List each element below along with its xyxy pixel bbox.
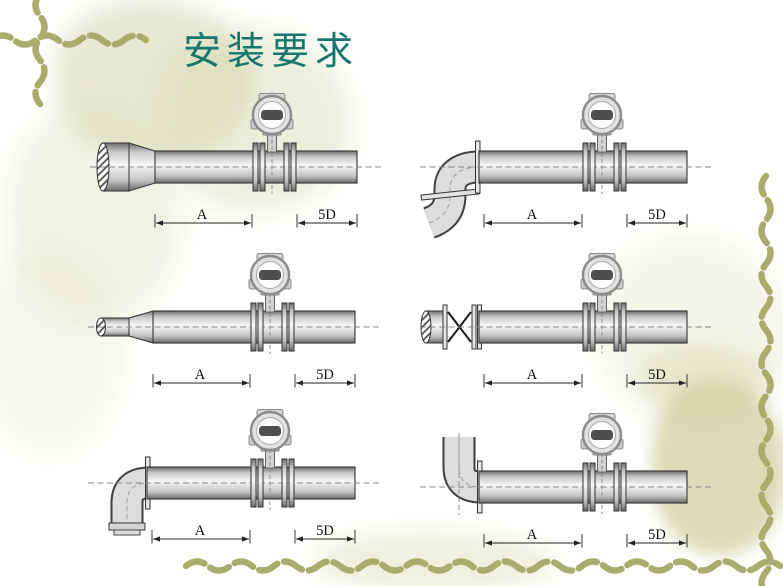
dimension-label-upstream: A — [197, 207, 208, 223]
diagram-expander-upstream: A 5D — [85, 253, 405, 403]
diagram-elbow-above-upstream: A 5D — [417, 413, 737, 563]
diagram-elbow-below-upstream: A 5D — [85, 409, 405, 559]
dimension-label-downstream: 5D — [316, 367, 334, 383]
dimension-label-downstream: 5D — [648, 367, 666, 383]
dimension-label-upstream: A — [527, 367, 538, 383]
dimension-label-downstream: 5D — [648, 527, 666, 543]
dimension-label-upstream: A — [195, 523, 206, 539]
squiggle-top-left-vertical — [32, 0, 48, 108]
diagram-reducer-upstream: A 5D — [87, 93, 407, 243]
dimension-label-upstream: A — [527, 527, 538, 543]
dimension-label-upstream: A — [195, 367, 206, 383]
dimension-label-downstream: 5D — [316, 523, 334, 539]
dimension-label-downstream: 5D — [318, 207, 336, 223]
diagram-valve-upstream: A 5D — [417, 253, 737, 403]
squiggle-top-left-horizontal — [0, 32, 150, 48]
slide-title: 安装要求 — [183, 29, 360, 73]
diagram-s-bend-upstream: A 5D — [417, 93, 737, 243]
dimension-label-upstream: A — [527, 207, 538, 223]
squiggle-right-vertical — [758, 172, 774, 586]
dimension-label-downstream: 5D — [648, 207, 666, 223]
